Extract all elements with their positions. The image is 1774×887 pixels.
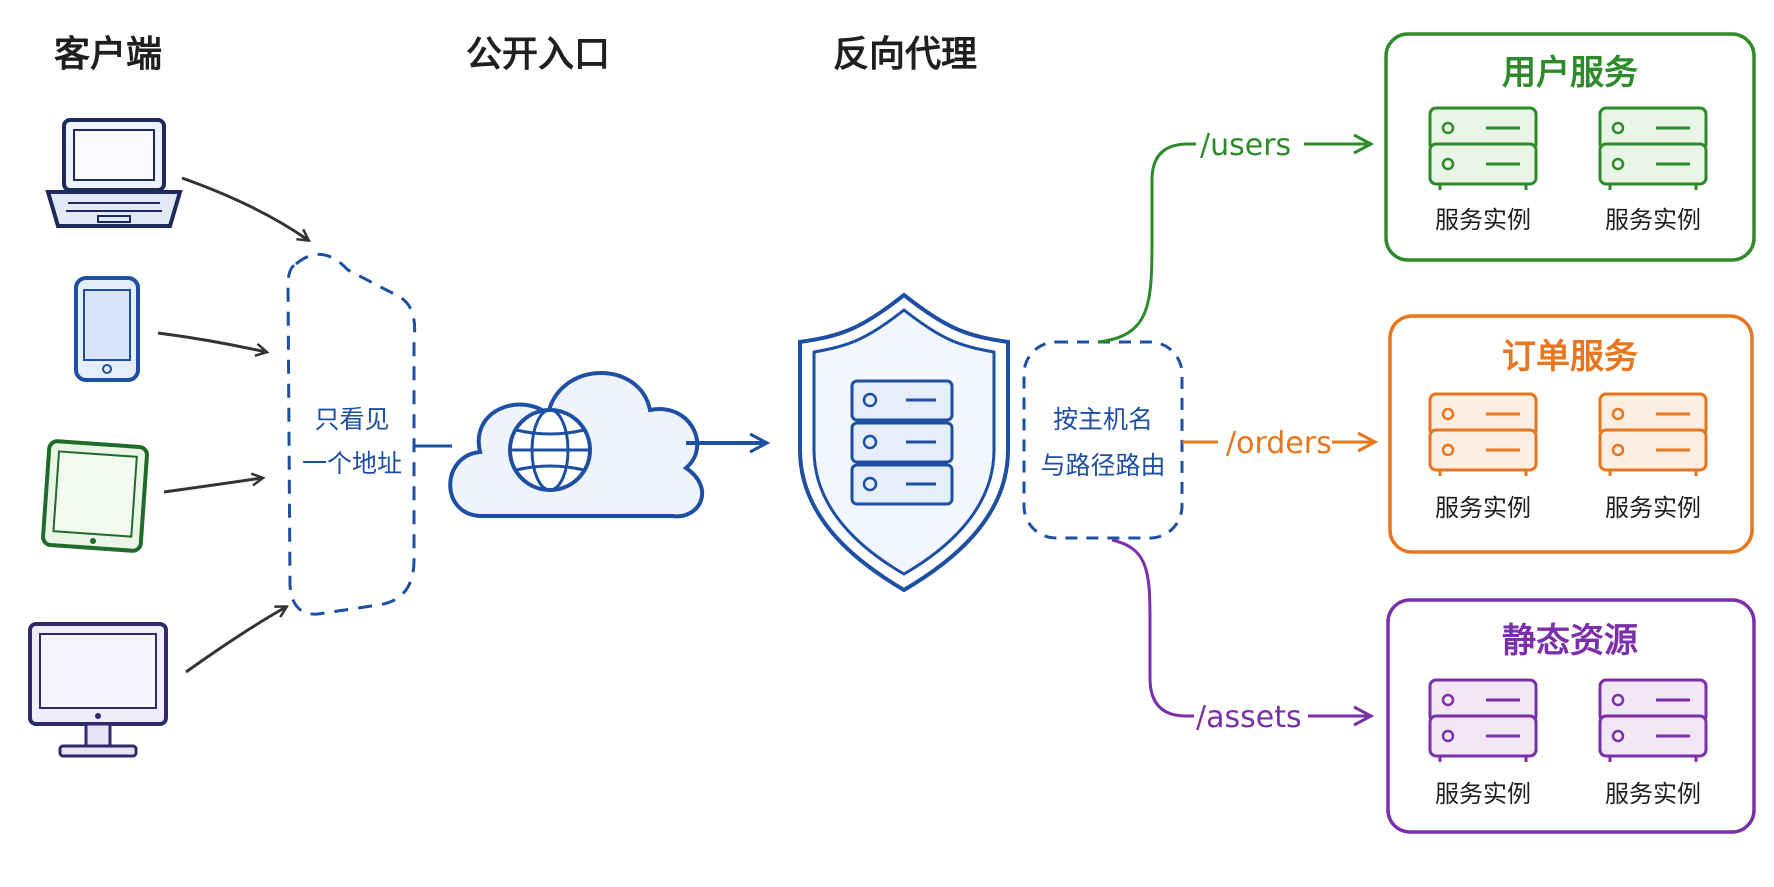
users-instance-label: 服务实例	[1605, 206, 1701, 234]
phone-arrow	[157, 331, 266, 352]
routing-note-line2: 与路径路由	[1040, 451, 1165, 480]
users-route-line	[1097, 142, 1196, 344]
laptop-arrow	[181, 176, 308, 240]
assets-service-title: 静态资源	[1502, 621, 1638, 661]
clients-column-title: 客户端	[54, 34, 162, 75]
server-icon	[1598, 106, 1708, 190]
cloud-globe-icon	[448, 371, 705, 519]
assets-route-line	[1111, 538, 1194, 718]
assets-service-box: 静态资源 服务实例 服务实例	[1386, 598, 1756, 834]
orders-service-box: 订单服务 服务实例 服务实例	[1388, 314, 1754, 554]
routing-note-line1: 按主机名	[1053, 405, 1153, 434]
users-instance-label: 服务实例	[1435, 206, 1531, 234]
route-orders-label: /orders	[1226, 426, 1332, 461]
users-service-title: 用户服务	[1502, 53, 1638, 93]
server-icon	[1428, 678, 1538, 762]
route-users-label: /users	[1200, 128, 1291, 163]
single-address-note-line1: 只看见	[314, 405, 389, 434]
phone-icon	[74, 276, 140, 382]
orders-service-title: 订单服务	[1502, 337, 1638, 377]
shield-server-icon	[798, 292, 1010, 593]
laptop-icon	[45, 118, 183, 228]
tablet-icon	[41, 439, 149, 553]
entry-column-title: 公开入口	[466, 34, 610, 75]
server-icon	[1598, 678, 1708, 762]
route-assets-label: /assets	[1196, 700, 1302, 735]
desktop-monitor-icon	[28, 622, 168, 758]
server-icon	[1598, 392, 1708, 476]
orders-instance-label: 服务实例	[1435, 494, 1531, 522]
routing-boundary	[1022, 340, 1184, 540]
server-icon	[1428, 392, 1538, 476]
monitor-arrow	[185, 607, 286, 674]
single-address-note-line2: 一个地址	[302, 449, 402, 478]
single-address-boundary	[286, 252, 417, 616]
proxy-column-title: 反向代理	[833, 34, 977, 75]
users-service-box: 用户服务 服务实例 服务实例	[1384, 32, 1756, 262]
assets-instance-label: 服务实例	[1435, 780, 1531, 808]
assets-instance-label: 服务实例	[1605, 780, 1701, 808]
orders-instance-label: 服务实例	[1605, 494, 1701, 522]
tablet-arrow	[163, 478, 262, 494]
server-icon	[1428, 106, 1538, 190]
